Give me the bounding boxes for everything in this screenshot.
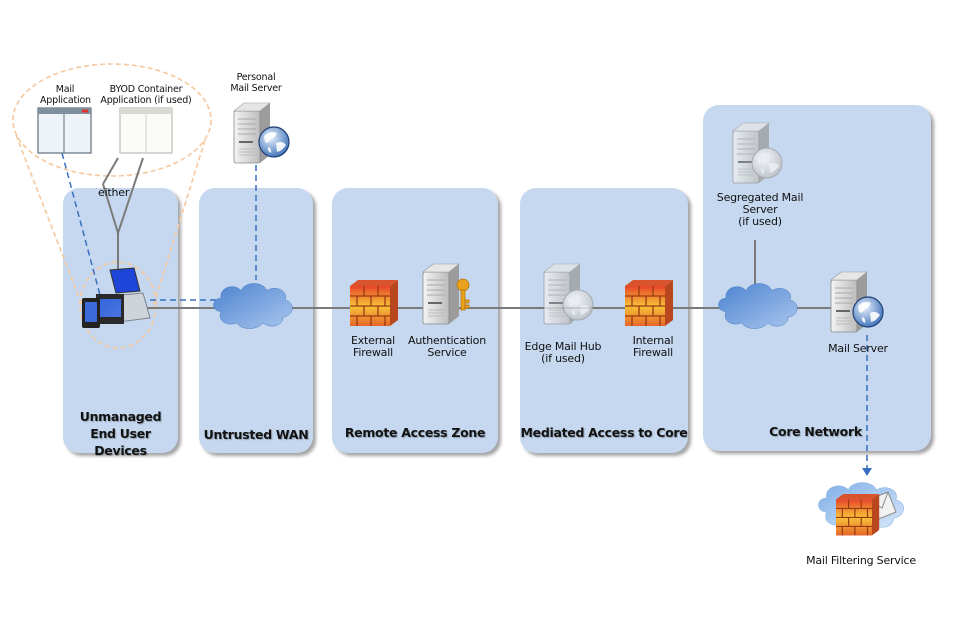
core-network-cloud-icon — [718, 282, 798, 330]
mail-filtering-service-label: Mail Filtering Service — [806, 554, 916, 567]
segregated-mail-server-icon — [732, 122, 783, 184]
byod-container-label: BYOD Container Application (if used) — [96, 84, 196, 106]
label-line: Service — [427, 346, 467, 359]
personal-mail-server-label: Personal Mail Server — [220, 72, 292, 94]
label-line: Application — [40, 95, 91, 106]
internal-firewall-label: Internal Firewall — [620, 335, 686, 359]
zone-title: Untrusted WAN — [203, 427, 309, 442]
external-firewall-label: External Firewall — [340, 335, 406, 359]
label-line: Internal — [632, 334, 674, 347]
mail-application-window-icon — [37, 107, 92, 154]
untrusted-wan-cloud-icon — [213, 282, 293, 330]
zone-title-line2: End User Devices — [90, 426, 151, 458]
either-label: either — [98, 186, 130, 199]
zone-title: Mediated Access to Core — [520, 425, 688, 440]
arrow-head-icon — [862, 468, 872, 476]
zone-title: Unmanaged End User Devices — [63, 408, 178, 459]
label-line: Edge Mail Hub — [524, 340, 602, 353]
label-line: Personal — [236, 72, 276, 83]
zone-core-network: Core Network — [703, 105, 931, 451]
edge-mail-hub-label: Edge Mail Hub (if used) — [520, 341, 606, 365]
personal-mail-server-icon — [233, 102, 290, 164]
callout-bubble — [12, 63, 212, 349]
segregated-mail-server-label: Segregated Mail Server (if used) — [708, 192, 812, 228]
key-icon — [456, 278, 470, 311]
external-firewall-icon — [349, 279, 399, 327]
zone-title: Remote Access Zone — [344, 425, 486, 440]
dashed-links — [61, 152, 868, 468]
label-line: Firewall — [633, 346, 673, 359]
label-line: External — [350, 334, 396, 347]
end-user-devices-icon — [82, 267, 151, 328]
label-line: (if used) — [541, 352, 585, 365]
label-line: Mail — [55, 84, 75, 95]
authentication-service-label: Authentication Service — [404, 335, 490, 359]
label-line: Application (if used) — [100, 95, 192, 106]
label-line: BYOD Container — [109, 84, 183, 95]
label-line: Server — [742, 203, 778, 216]
edge-mail-hub-icon — [543, 263, 594, 325]
mail-application-label: Mail Application — [40, 84, 91, 106]
mail-filtering-service-icon — [817, 481, 905, 536]
label-line: Segregated Mail — [716, 191, 804, 204]
zone-title: Core Network — [769, 424, 862, 439]
internal-firewall-icon — [624, 279, 674, 327]
label-line: Firewall — [353, 346, 393, 359]
label-line: Mail Server — [230, 83, 282, 94]
mail-server-label: Mail Server — [828, 342, 888, 355]
zone-title-line1: Unmanaged — [79, 409, 162, 424]
byod-container-window-icon — [119, 107, 173, 154]
label-line: (if used) — [738, 215, 782, 228]
label-line: Authentication — [408, 334, 486, 347]
mail-server-icon — [830, 271, 884, 333]
authentication-service-icon — [422, 263, 470, 325]
